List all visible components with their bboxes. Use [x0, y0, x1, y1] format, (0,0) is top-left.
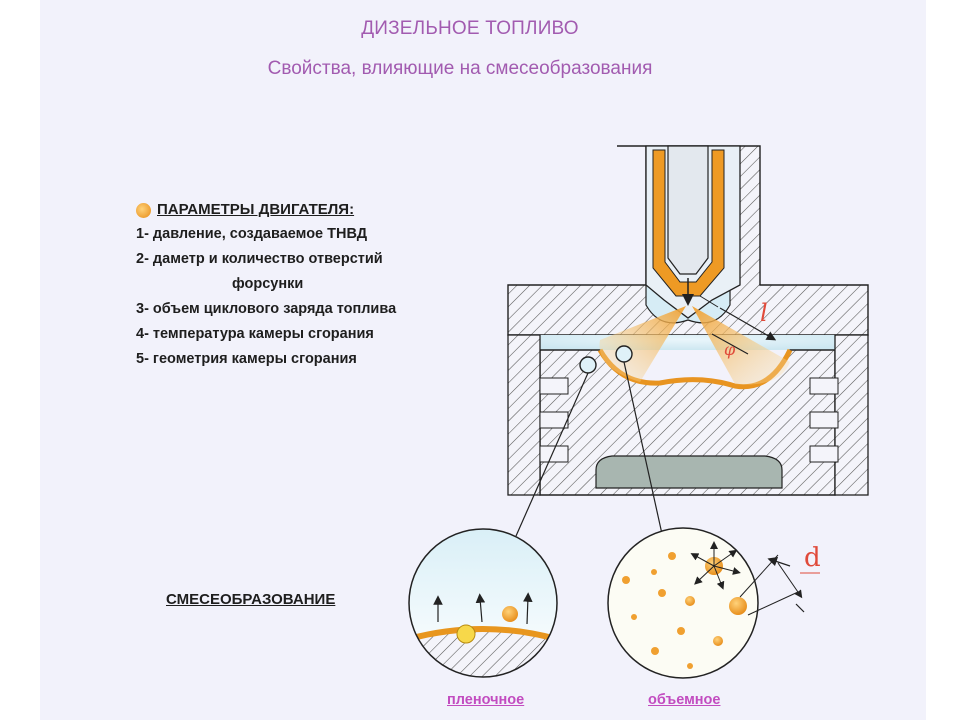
- piston: [539, 348, 836, 496]
- parameter-item-2: 2- даметр и количество отверстий: [136, 251, 383, 267]
- parameter-item-1: 1- давление, создаваемое ТНВД: [136, 226, 368, 242]
- parameters-heading: ПАРАМЕТРЫ ДВИГАТЕЛЯ:: [157, 201, 355, 218]
- injector: [645, 145, 741, 319]
- film-mixing-caption: пленочное: [447, 692, 525, 708]
- cylinder-walls: [507, 334, 869, 496]
- parameter-item-2-continuation: форсунки: [232, 276, 304, 292]
- slide-subtitle: Свойства, влияющие на смесеобразования: [267, 58, 653, 79]
- combustion-gap: [540, 335, 835, 350]
- spray-angle-label: φ: [724, 340, 736, 359]
- orange-bullet-icon: [136, 203, 151, 218]
- parameter-item-4: 4- температура камеры сгорания: [136, 326, 374, 342]
- film-mixing-magnifier: [408, 528, 558, 678]
- droplet-diameter-label: d: [804, 543, 821, 573]
- spray-length-label: l: [760, 299, 768, 327]
- parameter-item-3: 3- объем циклового заряда топлива: [136, 301, 397, 317]
- parameters-heading-row: ПАРАМЕТРЫ ДВИГАТЕЛЯ:: [136, 197, 466, 222]
- parameter-item-5: 5- геометрия камеры сгорания: [136, 351, 357, 367]
- piston-cavity: [595, 455, 783, 489]
- engine-parameters-list: ПАРАМЕТРЫ ДВИГАТЕЛЯ: 1- давление, создав…: [136, 197, 466, 372]
- slide-title: ДИЗЕЛЬНОЕ ТОПЛИВО: [361, 18, 579, 39]
- mixing-label: СМЕСЕОБРАЗОВАНИЕ: [166, 591, 336, 608]
- volume-mixing-magnifier: [607, 527, 759, 679]
- droplet-diameter-annotation: d: [739, 543, 821, 616]
- spray-length-annotation: l φ: [699, 295, 777, 359]
- fuel-spray: [599, 306, 790, 385]
- volume-mixing-caption: объемное: [648, 692, 721, 708]
- zoom-indicators: [515, 345, 663, 537]
